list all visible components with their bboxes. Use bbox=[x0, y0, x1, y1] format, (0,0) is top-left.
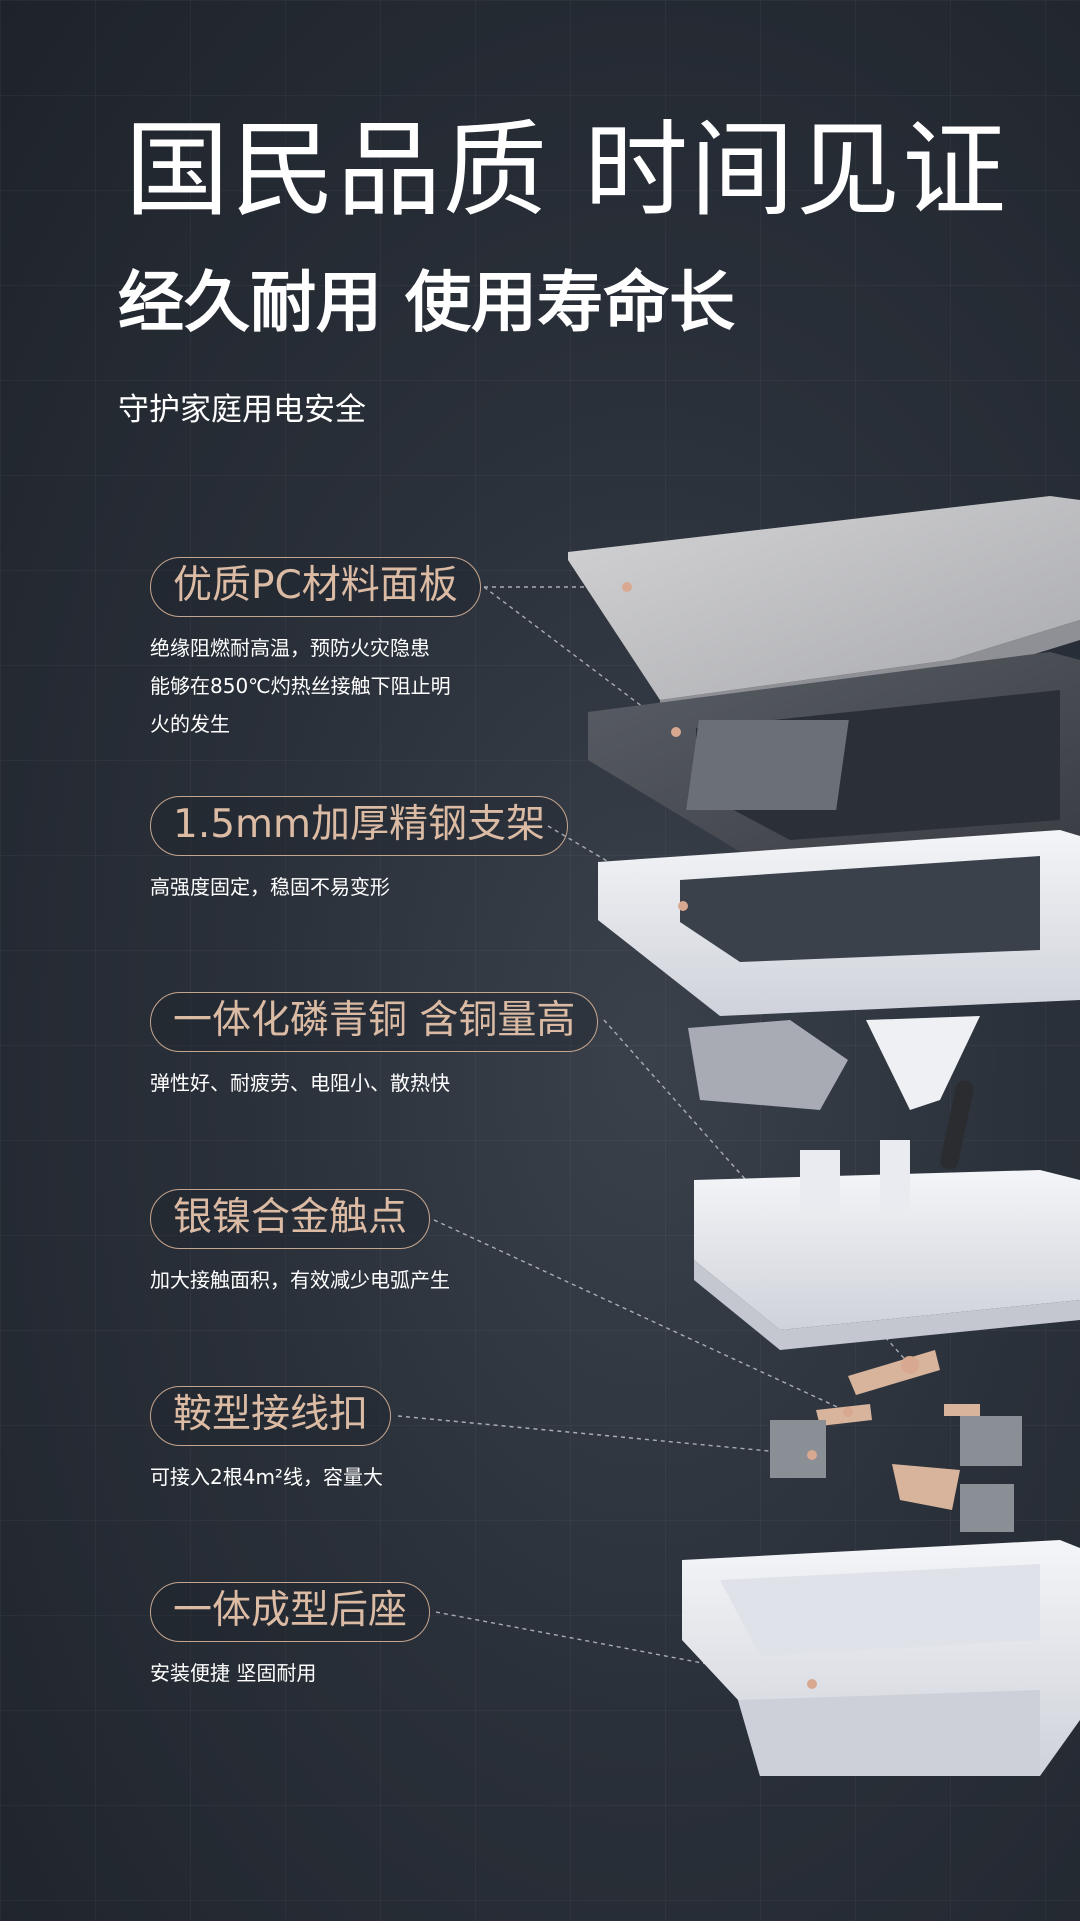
feature-desc-line: 加大接触面积，有效减少电弧产生 bbox=[150, 1268, 450, 1292]
small-parts bbox=[688, 1016, 980, 1170]
feature-desc-line: 高强度固定，稳固不易变形 bbox=[150, 875, 390, 899]
feature-label: 1.5mm加厚精钢支架 bbox=[150, 796, 569, 856]
page-subtitle: 经久耐用 使用寿命长 bbox=[118, 264, 735, 341]
feature-label: 一体成型后座 bbox=[150, 1582, 431, 1642]
leader-line-terminal bbox=[397, 1415, 813, 1456]
feature-panel: 优质PC材料面板 绝缘阻燃耐高温，预防火灾隐患 能够在850℃灼热丝接触下阻止明… bbox=[150, 557, 481, 743]
feature-desc-line: 能够在850℃灼热丝接触下阻止明 bbox=[150, 674, 451, 698]
base-part bbox=[682, 1540, 1080, 1776]
feature-bronze: 一体化磷青铜 含铜量高 弹性好、耐疲劳、电阻小、散热快 bbox=[150, 992, 599, 1102]
feature-desc-line: 安装便捷 坚固耐用 bbox=[150, 1661, 317, 1685]
contacts-part bbox=[770, 1350, 1022, 1532]
feature-desc: 可接入2根4m²线，容量大 bbox=[150, 1458, 391, 1496]
feature-desc-line: 可接入2根4m²线，容量大 bbox=[150, 1465, 383, 1489]
feature-desc-line: 绝缘阻燃耐高温，预防火灾隐患 bbox=[150, 636, 430, 660]
feature-label: 优质PC材料面板 bbox=[150, 557, 481, 617]
feature-contact: 银镍合金触点 加大接触面积，有效减少电弧产生 bbox=[150, 1189, 450, 1299]
feature-desc-line: 火的发生 bbox=[150, 712, 230, 736]
feature-label: 银镍合金触点 bbox=[150, 1189, 431, 1249]
tagline: 守护家庭用电安全 bbox=[118, 392, 366, 428]
feature-desc-line: 弹性好、耐疲劳、电阻小、散热快 bbox=[150, 1071, 450, 1095]
feature-label: 一体化磷青铜 含铜量高 bbox=[150, 992, 599, 1052]
feature-desc: 加大接触面积，有效减少电弧产生 bbox=[150, 1261, 450, 1299]
middle-housing-part bbox=[694, 1140, 1080, 1350]
feature-desc: 高强度固定，稳固不易变形 bbox=[150, 868, 568, 906]
feature-desc: 安装便捷 坚固耐用 bbox=[150, 1654, 430, 1692]
feature-base: 一体成型后座 安装便捷 坚固耐用 bbox=[150, 1582, 431, 1692]
feature-desc: 绝缘阻燃耐高温，预防火灾隐患 能够在850℃灼热丝接触下阻止明 火的发生 bbox=[150, 629, 481, 743]
white-frame-part bbox=[598, 830, 1080, 1016]
feature-bracket: 1.5mm加厚精钢支架 高强度固定，稳固不易变形 bbox=[150, 796, 569, 906]
feature-terminal: 鞍型接线扣 可接入2根4m²线，容量大 bbox=[150, 1386, 392, 1496]
feature-desc: 弹性好、耐疲劳、电阻小、散热快 bbox=[150, 1064, 598, 1102]
feature-label: 鞍型接线扣 bbox=[150, 1386, 392, 1446]
steel-bracket-part bbox=[588, 652, 1080, 870]
page-title: 国民品质 时间见证 bbox=[125, 109, 1009, 231]
